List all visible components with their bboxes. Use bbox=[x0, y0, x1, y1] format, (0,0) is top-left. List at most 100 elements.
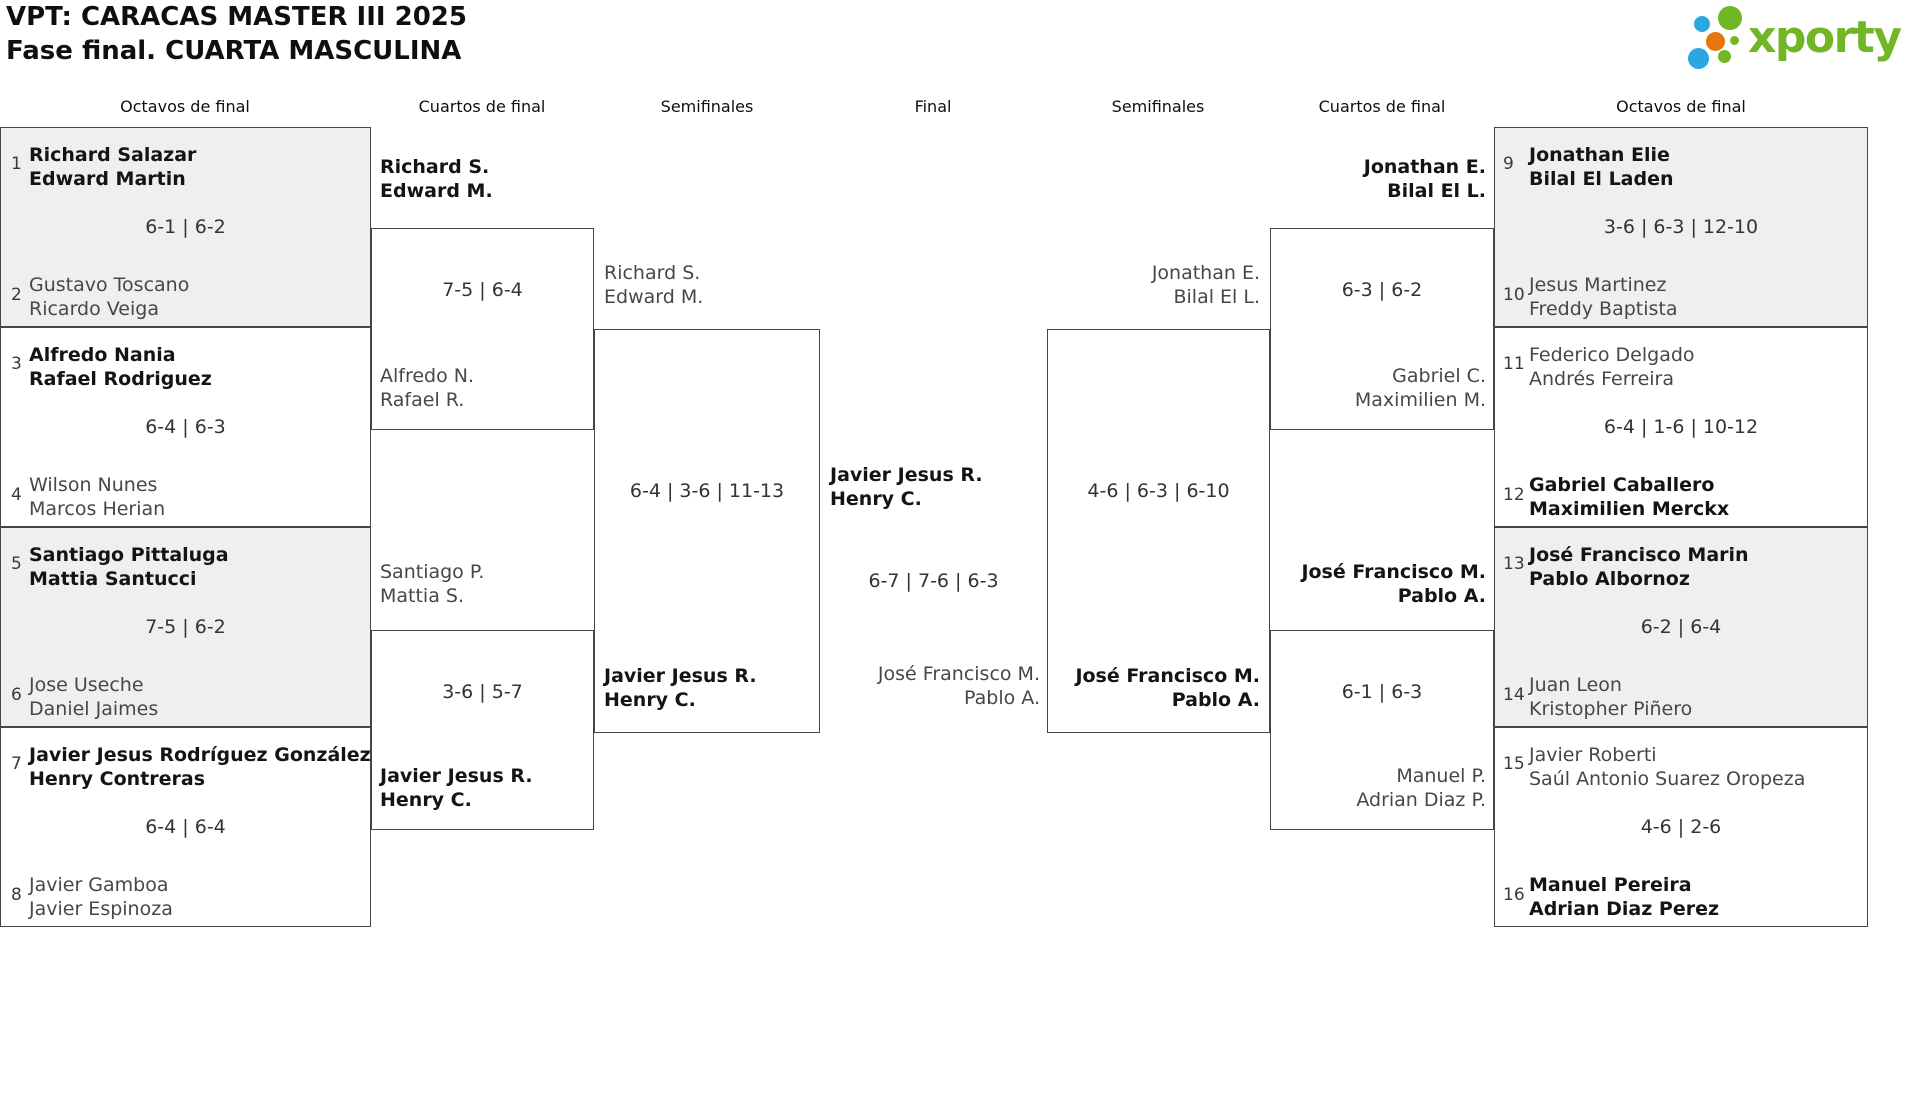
team-name-line: Saúl Antonio Suarez Oropeza bbox=[1529, 768, 1806, 790]
team-name-line: José Francisco Marin bbox=[1529, 544, 1749, 566]
team-names: Javier Jesus R. Henry C. bbox=[830, 463, 983, 511]
seed-number: 16 bbox=[1503, 885, 1525, 905]
seed-number: 11 bbox=[1503, 354, 1525, 374]
tournament-title: VPT: CARACAS MASTER III 2025 bbox=[6, 2, 467, 32]
match-score: 6-7 | 7-6 | 6-3 bbox=[868, 570, 999, 592]
seed-number: 10 bbox=[1503, 285, 1525, 305]
xporty-logo: xporty bbox=[1688, 6, 1902, 78]
team-names: Javier Jesus Rodríguez González Henry Co… bbox=[29, 743, 371, 791]
team-names: Jonathan Elie Bilal El Laden bbox=[1529, 143, 1674, 191]
team-names: Jesus Martinez Freddy Baptista bbox=[1529, 273, 1678, 321]
match-score: 6-4 | 6-3 bbox=[145, 416, 226, 438]
team-names: Javier Jesus R. Henry C. bbox=[604, 664, 757, 712]
match-score: 3-6 | 6-3 | 12-10 bbox=[1603, 216, 1759, 238]
match-box-r16-4: 7 Javier Jesus Rodríguez González Henry … bbox=[0, 727, 371, 927]
seed-number: 5 bbox=[11, 554, 22, 574]
seed-number: 14 bbox=[1503, 685, 1525, 705]
match-box-qf-right-1: 6-3 | 6-2 bbox=[1270, 228, 1494, 430]
seed-number: 1 bbox=[11, 154, 22, 174]
team-name-line: Gabriel Caballero bbox=[1529, 474, 1715, 496]
team-name-line: Javier Jesus R. bbox=[830, 464, 983, 486]
match-box-r16-1: 1 Richard Salazar Edward Martin 6-1 | 6-… bbox=[0, 127, 371, 327]
team-names: Richard S. Edward M. bbox=[604, 261, 703, 309]
team-name-line: Maximilien Merckx bbox=[1529, 498, 1730, 520]
round-header-cuartos-left: Cuartos de final bbox=[418, 97, 546, 116]
team-name-line: Javier Jesus R. bbox=[380, 765, 533, 787]
team-name-line: Javier Gamboa bbox=[29, 874, 169, 896]
match-box-r16-9: 9 Jonathan Elie Bilal El Laden 3-6 | 6-3… bbox=[1494, 127, 1868, 327]
match-box-r16-13: 13 José Francisco Marin Pablo Albornoz 6… bbox=[1494, 527, 1868, 727]
match-box-r16-3: 5 Santiago Pittaluga Mattia Santucci 7-5… bbox=[0, 527, 371, 727]
match-score: 6-4 | 6-4 bbox=[145, 816, 226, 838]
team-names: Jose Useche Daniel Jaimes bbox=[29, 673, 158, 721]
match-box-sf-left: 6-4 | 3-6 | 11-13 bbox=[594, 329, 820, 733]
team-names: Gabriel Caballero Maximilien Merckx bbox=[1529, 473, 1729, 521]
match-score: 6-1 | 6-2 bbox=[145, 216, 226, 238]
round-header-semis-right: Semifinales bbox=[1111, 97, 1205, 116]
team-name-line: Manuel Pereira bbox=[1529, 874, 1692, 896]
match-score: 4-6 | 2-6 bbox=[1640, 816, 1722, 838]
seed-number: 12 bbox=[1503, 485, 1525, 505]
team-name-line: Jonathan E. bbox=[1151, 262, 1260, 284]
match-box-r16-15: 15 Javier Roberti Saúl Antonio Suarez Or… bbox=[1494, 727, 1868, 927]
team-name-line: Jesus Martinez bbox=[1529, 274, 1667, 296]
team-name-line: Alfredo N. bbox=[380, 365, 475, 387]
team-name-line: Federico Delgado bbox=[1529, 344, 1695, 366]
team-name-line: Richard Salazar bbox=[29, 144, 197, 166]
match-box-sf-right: 4-6 | 6-3 | 6-10 bbox=[1047, 329, 1270, 733]
team-name-line: Bilal El L. bbox=[1173, 286, 1260, 308]
match-score: 6-1 | 6-3 bbox=[1341, 681, 1423, 703]
match-box-r16-11: 11 Federico Delgado Andrés Ferreira 6-4 … bbox=[1494, 327, 1868, 527]
team-names: Manuel Pereira Adrian Diaz Perez bbox=[1529, 873, 1719, 921]
tournament-subtitle: Fase final. CUARTA MASCULINA bbox=[6, 36, 462, 66]
team-name-line: Pablo A. bbox=[964, 687, 1040, 709]
team-names: Alfredo N. Rafael R. bbox=[380, 364, 474, 412]
team-names: Richard Salazar Edward Martin bbox=[29, 143, 196, 191]
round-header-semis-left: Semifinales bbox=[660, 97, 754, 116]
team-names: Alfredo Nania Rafael Rodriguez bbox=[29, 343, 212, 391]
team-names: Santiago Pittaluga Mattia Santucci bbox=[29, 543, 229, 591]
round-header-final: Final bbox=[914, 97, 952, 116]
round-header-octavos-right: Octavos de final bbox=[1616, 97, 1746, 116]
seed-number: 3 bbox=[11, 354, 22, 374]
logo-dot-green-big bbox=[1718, 6, 1742, 30]
team-name-line: Wilson Nunes bbox=[29, 474, 158, 496]
team-names: Jonathan E. Bilal El L. bbox=[1152, 261, 1260, 309]
team-name-line: Adrian Diaz Perez bbox=[1529, 898, 1720, 920]
team-names: Wilson Nunes Marcos Herian bbox=[29, 473, 165, 521]
match-score: 6-3 | 6-2 bbox=[1341, 279, 1423, 301]
team-names: José Francisco M. Pablo A. bbox=[1075, 664, 1260, 712]
team-name-line: Javier Roberti bbox=[1529, 744, 1657, 766]
team-name-line: Mattia S. bbox=[380, 585, 464, 607]
team-name-line: Richard S. bbox=[380, 156, 490, 178]
seed-number: 9 bbox=[1503, 154, 1514, 174]
team-name-line: Bilal El Laden bbox=[1529, 168, 1674, 190]
team-name-line: Alfredo Nania bbox=[29, 344, 176, 366]
team-name-line: Daniel Jaimes bbox=[29, 698, 159, 720]
team-name-line: Richard S. bbox=[604, 262, 701, 284]
team-name-line: Juan Leon bbox=[1529, 674, 1622, 696]
team-name-line: Ricardo Veiga bbox=[29, 298, 159, 320]
match-score: 3-6 | 5-7 bbox=[442, 681, 523, 703]
team-name-line: Bilal El L. bbox=[1387, 180, 1486, 202]
team-name-line: Mattia Santucci bbox=[29, 568, 197, 590]
team-names: Federico Delgado Andrés Ferreira bbox=[1529, 343, 1695, 391]
team-name-line: Rafael R. bbox=[380, 389, 465, 411]
round-header-cuartos-right: Cuartos de final bbox=[1318, 97, 1446, 116]
team-names: José Francisco Marin Pablo Albornoz bbox=[1529, 543, 1749, 591]
match-score: 7-5 | 6-2 bbox=[145, 616, 226, 638]
team-name-line: José Francisco M. bbox=[1301, 561, 1486, 583]
team-name-line: Gabriel C. bbox=[1392, 365, 1486, 387]
team-name-line: Rafael Rodriguez bbox=[29, 368, 212, 390]
team-name-line: Jonathan Elie bbox=[1529, 144, 1670, 166]
team-name-line: Edward M. bbox=[380, 180, 493, 202]
team-names: Manuel P. Adrian Diaz P. bbox=[1356, 764, 1486, 812]
match-box-r16-2: 3 Alfredo Nania Rafael Rodriguez 6-4 | 6… bbox=[0, 327, 371, 527]
team-name-line: Javier Jesus Rodríguez González bbox=[29, 744, 371, 766]
team-name-line: Freddy Baptista bbox=[1529, 298, 1678, 320]
team-name-line: Santiago Pittaluga bbox=[29, 544, 229, 566]
seed-number: 4 bbox=[11, 485, 22, 505]
seed-number: 7 bbox=[11, 754, 22, 774]
team-names: Jonathan E. Bilal El L. bbox=[1364, 155, 1486, 203]
match-box-qf-left-1: 7-5 | 6-4 bbox=[371, 228, 594, 430]
